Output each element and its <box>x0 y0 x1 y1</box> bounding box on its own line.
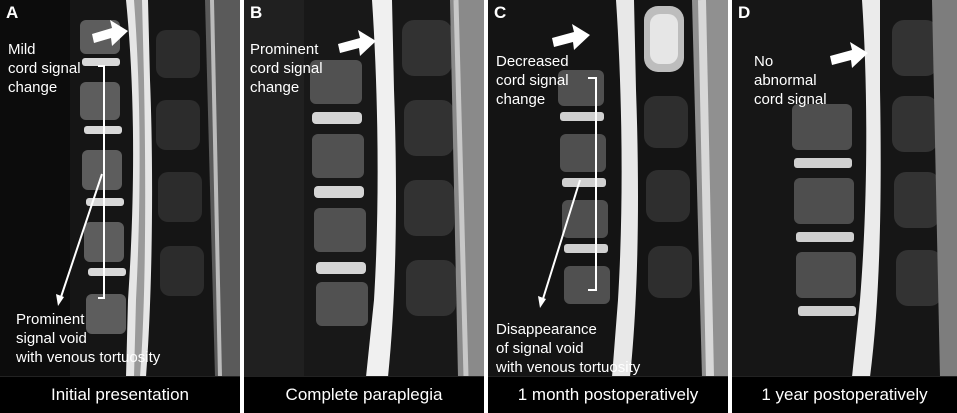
panel-letter: D <box>738 3 751 22</box>
panel-letter: B <box>250 3 263 22</box>
panel-caption: 1 year postoperatively <box>732 376 957 413</box>
mri-image-d <box>732 0 957 377</box>
mri-image-b <box>244 0 484 377</box>
panel-letter: A <box>6 3 19 22</box>
panel-caption: Initial presentation <box>0 376 240 413</box>
panel-a: A Mild cord signal change Prominent sign… <box>0 0 240 413</box>
annotation-label-bottom: Prominent signal void with venous tortuo… <box>16 311 161 366</box>
panel-d: D No abnormal cord signal 1 year postope… <box>732 0 957 413</box>
annotation-label-top: Decreased cord signal change <box>496 53 569 108</box>
panel-c: C Decreased cord signal change Disappear… <box>488 0 728 413</box>
panel-caption: Complete paraplegia <box>244 376 484 413</box>
panel-caption: 1 month postoperatively <box>488 376 728 413</box>
annotation-label-top: No abnormal cord signal <box>754 53 827 108</box>
annotation-label-top: Prominent cord signal change <box>250 41 323 96</box>
annotation-label-top: Mild cord signal change <box>8 41 81 96</box>
annotation-label-bottom: Disappearance of signal void with venous… <box>496 321 641 376</box>
panel-b: B Prominent cord signal change Complete … <box>244 0 484 413</box>
panel-letter: C <box>494 3 507 22</box>
